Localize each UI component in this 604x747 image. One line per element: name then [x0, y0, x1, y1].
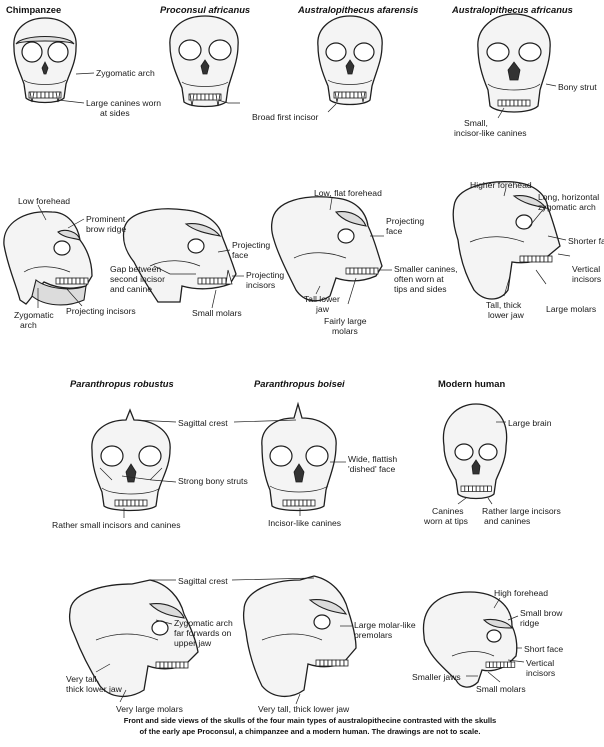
- label-smaller-canines-2: often worn at: [394, 274, 444, 284]
- label-tall-thick-2: lower jaw: [488, 310, 524, 320]
- label-canines-worn-1: Canines: [432, 506, 464, 516]
- label-long-zygomatic-2: zygomatic arch: [538, 202, 596, 212]
- title-chimpanzee: Chimpanzee: [6, 4, 62, 15]
- label-low-flat-forehead: Low, flat forehead: [314, 188, 382, 198]
- label-sagittal-crest-1: Sagittal crest: [178, 418, 228, 428]
- label-broad-first-incisor: Broad first incisor: [252, 112, 319, 122]
- caption-line-1: Front and side views of the skulls of th…: [123, 716, 497, 725]
- label-prominent-brow-2: brow ridge: [86, 224, 127, 234]
- label-zygomatic-far-2: far forwards on: [174, 628, 232, 638]
- leader-lines: [37, 72, 571, 705]
- label-small-incisor-2: incisor-like canines: [454, 128, 527, 138]
- label-short-face: Short face: [524, 644, 564, 654]
- label-vertical-incisors-2a: Vertical: [526, 658, 555, 668]
- label-gap-2: second incisor: [110, 274, 165, 284]
- label-fairly-large-1: Fairly large: [324, 316, 367, 326]
- label-projecting-face-1a: Projecting: [232, 240, 271, 250]
- human-side-skull: [422, 591, 518, 688]
- afarensis-side-skull: [270, 196, 383, 302]
- label-zygomatic-far-3: upper jaw: [174, 638, 212, 648]
- robustus-side-skull: [68, 579, 199, 697]
- label-rather-large-incisors-2: and canines: [484, 516, 531, 526]
- label-projecting-face-2b: face: [386, 226, 403, 236]
- label-very-tall-2: thick lower jaw: [66, 684, 122, 694]
- label-small-incisor-1: Small,: [464, 118, 488, 128]
- label-low-forehead: Low forehead: [18, 196, 71, 206]
- afarensis-front-skull: [317, 15, 383, 106]
- label-zygomatic-arch-2b: arch: [20, 320, 37, 330]
- label-small-brow-1: Small brow: [520, 608, 563, 618]
- label-vertical-incisors-1b: incisors: [572, 274, 602, 284]
- label-zygomatic-arch-2a: Zygomatic: [14, 310, 54, 320]
- label-zygomatic-far-1: Zygomatic arch: [174, 618, 233, 628]
- label-prominent-brow-1: Prominent: [86, 214, 126, 224]
- label-small-molars-1: Small molars: [192, 308, 242, 318]
- figure-caption: Front and side views of the skulls of th…: [60, 715, 560, 737]
- label-sagittal-crest-2: Sagittal crest: [178, 576, 228, 586]
- label-projecting-face-1b: face: [232, 250, 249, 260]
- proconsul-front-skull: [169, 15, 239, 108]
- label-projecting-incisors-1: Projecting incisors: [66, 306, 136, 316]
- label-zygomatic-arch: Zygomatic arch: [96, 68, 155, 78]
- title-boisei: Paranthropus boisei: [254, 378, 345, 389]
- caption-line-2: of the early ape Proconsul, a chimpanzee…: [139, 727, 481, 736]
- proconsul-side-skull: [122, 208, 237, 303]
- label-incisor-like-canines: Incisor-like canines: [268, 518, 342, 528]
- title-africanus: Australopithecus africanus: [452, 4, 573, 15]
- boisei-front-skull: [261, 401, 337, 512]
- label-large-molar-like-2: premolars: [354, 630, 393, 640]
- title-modern-human: Modern human: [438, 378, 506, 389]
- label-wide-flattish-2: 'dished' face: [348, 464, 396, 474]
- chimpanzee-front-skull: [13, 17, 77, 104]
- label-long-zygomatic-1: Long, horizontal: [538, 192, 600, 202]
- label-tall-lower-jaw-2: jaw: [316, 304, 329, 314]
- label-wide-flattish-1: Wide, flattish: [348, 454, 398, 464]
- label-smaller-jaws: Smaller jaws: [412, 672, 461, 682]
- label-gap-1: Gap between: [110, 264, 162, 274]
- label-strong-bony-struts: Strong bony struts: [178, 476, 248, 486]
- title-proconsul: Proconsul africanus: [160, 4, 251, 15]
- label-small-brow-2: ridge: [520, 618, 540, 628]
- label-large-molar-like-1: Large molar-like: [354, 620, 416, 630]
- label-smaller-canines-3: tips and sides: [394, 284, 447, 294]
- label-projecting-face-2a: Projecting: [386, 216, 425, 226]
- label-tall-thick-1: Tall, thick: [486, 300, 522, 310]
- title-robustus: Paranthropus robustus: [70, 378, 174, 389]
- label-vertical-incisors-1a: Vertical: [572, 264, 601, 274]
- label-very-large-molars: Very large molars: [116, 704, 183, 714]
- africanus-side-skull: [452, 181, 561, 300]
- label-large-canines-2: at sides: [100, 108, 130, 118]
- label-gap-3: and canine: [110, 284, 153, 294]
- label-small-molars-2: Small molars: [476, 684, 526, 694]
- label-smaller-canines-1: Smaller canines,: [394, 264, 458, 274]
- chimpanzee-side-skull: [3, 211, 93, 306]
- label-fairly-large-2: molars: [332, 326, 358, 336]
- label-shorter-face: Shorter face: [568, 236, 604, 246]
- africanus-front-skull: [477, 13, 551, 113]
- label-projecting-incisors-2a: Projecting: [246, 270, 285, 280]
- label-rather-small-incisors: Rather small incisors and canines: [52, 520, 181, 530]
- label-large-molars: Large molars: [546, 304, 597, 314]
- robustus-front-skull: [91, 408, 171, 512]
- label-vertical-incisors-2b: incisors: [526, 668, 556, 678]
- label-rather-large-incisors-1: Rather large incisors: [482, 506, 561, 516]
- label-projecting-incisors-2b: incisors: [246, 280, 276, 290]
- label-very-tall-1: Very tall,: [66, 674, 99, 684]
- label-large-canines-1: Large canines worn: [86, 98, 162, 108]
- title-afarensis: Australopithecus afarensis: [298, 4, 419, 15]
- label-high-forehead: High forehead: [494, 588, 548, 598]
- human-front-skull: [442, 403, 508, 500]
- label-very-tall-thick-jaw: Very tall, thick lower jaw: [258, 704, 350, 714]
- label-bony-strut: Bony strut: [558, 82, 597, 92]
- label-large-brain: Large brain: [508, 418, 552, 428]
- label-canines-worn-2: worn at tips: [424, 516, 468, 526]
- boisei-side-skull: [242, 575, 357, 697]
- label-tall-lower-jaw-1: Tall lower: [304, 294, 340, 304]
- label-higher-forehead: Higher forehead: [470, 180, 532, 190]
